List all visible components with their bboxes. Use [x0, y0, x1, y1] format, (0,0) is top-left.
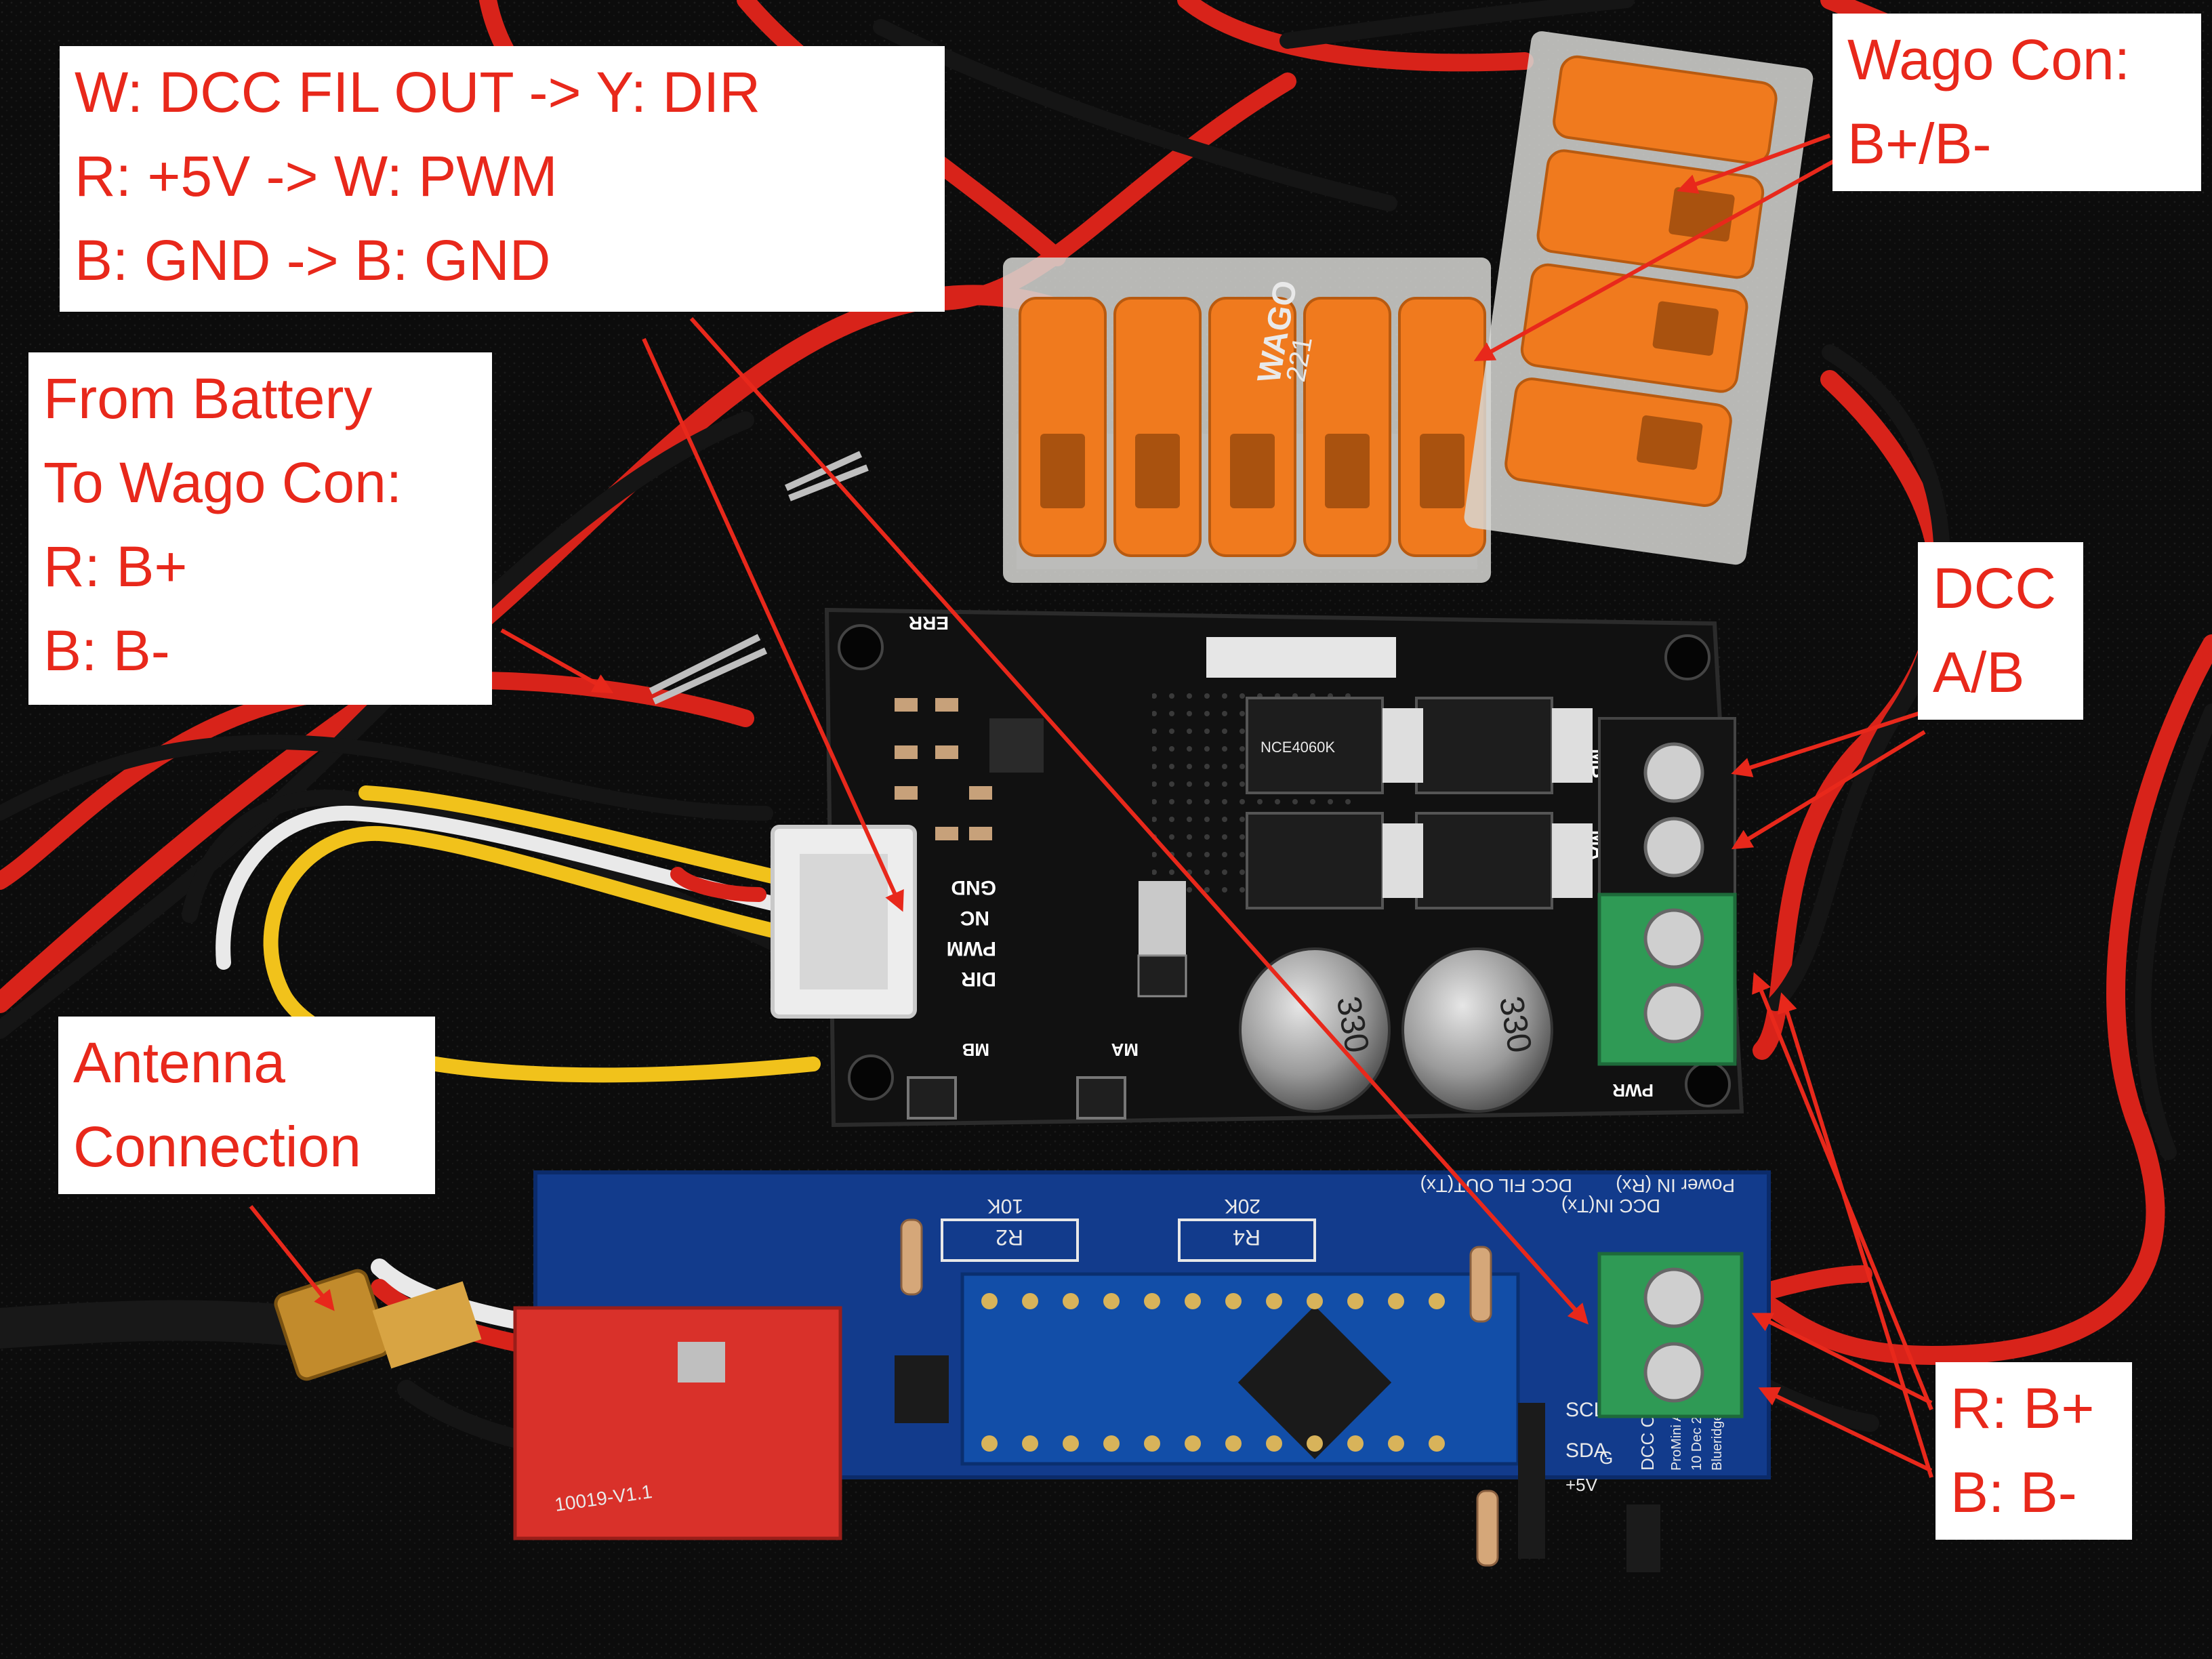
mosfet-marking: NCE4060K — [1261, 739, 1335, 756]
battery-callout: From Battery To Wago Con: R: B+ B: B- — [28, 352, 492, 705]
wire-mapping-line-2: R: +5V -> W: PWM — [75, 144, 558, 208]
arrow-wago-5way — [1473, 154, 1845, 361]
arrow-mapping-to-receiver — [689, 317, 1589, 1325]
driver-button-ma-label: MA — [1111, 1040, 1139, 1060]
driver-button-mb-label: MB — [962, 1040, 989, 1060]
power-line-2: B: B- — [1950, 1460, 2077, 1524]
driver-pin-pwm: PWM — [947, 937, 996, 960]
receiver-5v-label: +5V — [1565, 1475, 1598, 1495]
arrow-dcc-a — [1731, 710, 1925, 777]
arrow-dir-to-connector — [642, 337, 904, 912]
sma-connector — [274, 1269, 482, 1381]
battery-line-4: B: B- — [43, 619, 170, 682]
arrow-antenna — [249, 1205, 335, 1311]
dcc-line-2: A/B — [1933, 640, 2025, 704]
wago-connector-3way — [1464, 31, 1814, 565]
receiver-sda-label: SDA — [1565, 1439, 1607, 1462]
wago-line-1: Wago Con: — [1847, 28, 2131, 91]
receiver-dcc-fil-out-label: DCC FIL OUT(Tx) — [1420, 1175, 1573, 1196]
dcc-line-1: DCC — [1933, 556, 2056, 620]
receiver-10k-label: 10K — [987, 1195, 1023, 1217]
wire-mapping-callout: W: DCC FIL OUT -> Y: DIR R: +5V -> W: PW… — [60, 46, 945, 312]
battery-line-3: R: B+ — [43, 535, 188, 598]
power-line-1: R: B+ — [1950, 1376, 2095, 1440]
wire-mapping-line-3: B: GND -> B: GND — [75, 228, 551, 292]
receiver-r4-label: R4 — [1233, 1225, 1261, 1250]
driver-label-pwr: PWR — [1612, 1080, 1654, 1101]
driver-pin-gnd: GND — [951, 876, 996, 899]
receiver-20k-label: 20K — [1225, 1195, 1261, 1217]
radio-module: 10019-V1.1 — [513, 1306, 842, 1540]
antenna-line-2: Connection — [73, 1115, 361, 1179]
arrow-driver-bminus — [1777, 992, 1933, 1478]
battery-line-1: From Battery — [43, 367, 373, 430]
capacitor-1: 330 — [1239, 947, 1391, 1113]
arrow-dcc-b — [1731, 730, 1926, 850]
pro-mini-module — [960, 1272, 1520, 1466]
motor-driver-board: NCE4060K GND NC PWM DIR ERR PWR MB MA MB… — [771, 607, 1744, 1128]
wago-line-2: B+/B- — [1847, 112, 1992, 176]
antenna-callout: Antenna Connection — [58, 1017, 435, 1194]
receiver-g-label: G — [1599, 1448, 1613, 1468]
annotation-arrows — [249, 134, 1933, 1478]
antenna-line-1: Antenna — [73, 1031, 285, 1094]
wire-mapping-line-1: W: DCC FIL OUT -> Y: DIR — [75, 60, 761, 124]
battery-line-2: To Wago Con: — [43, 451, 403, 514]
capacitor-2: 330 — [1401, 947, 1553, 1113]
driver-pin-nc: NC — [960, 907, 989, 929]
stripped-wire-ends — [649, 451, 869, 705]
arrow-wago-3way — [1677, 134, 1831, 194]
receiver-dcc-in-label: DCC IN(Tx) — [1561, 1195, 1660, 1216]
receiver-power-in-label: Power IN (Rx) — [1616, 1175, 1735, 1196]
arrow-receiver-bminus — [1758, 1387, 1933, 1473]
driver-pin-dir: DIR — [961, 968, 996, 990]
wago-callout: Wago Con: B+/B- — [1832, 14, 2201, 191]
receiver-r2-label: R2 — [996, 1225, 1023, 1250]
arrow-battery-wire — [500, 628, 614, 693]
dcc-callout: DCC A/B — [1918, 542, 2083, 720]
driver-label-err: ERR — [909, 613, 949, 634]
power-callout: R: B+ B: B- — [1936, 1362, 2132, 1540]
wago-connector-5way: WAGO 221 — [1003, 258, 1491, 583]
